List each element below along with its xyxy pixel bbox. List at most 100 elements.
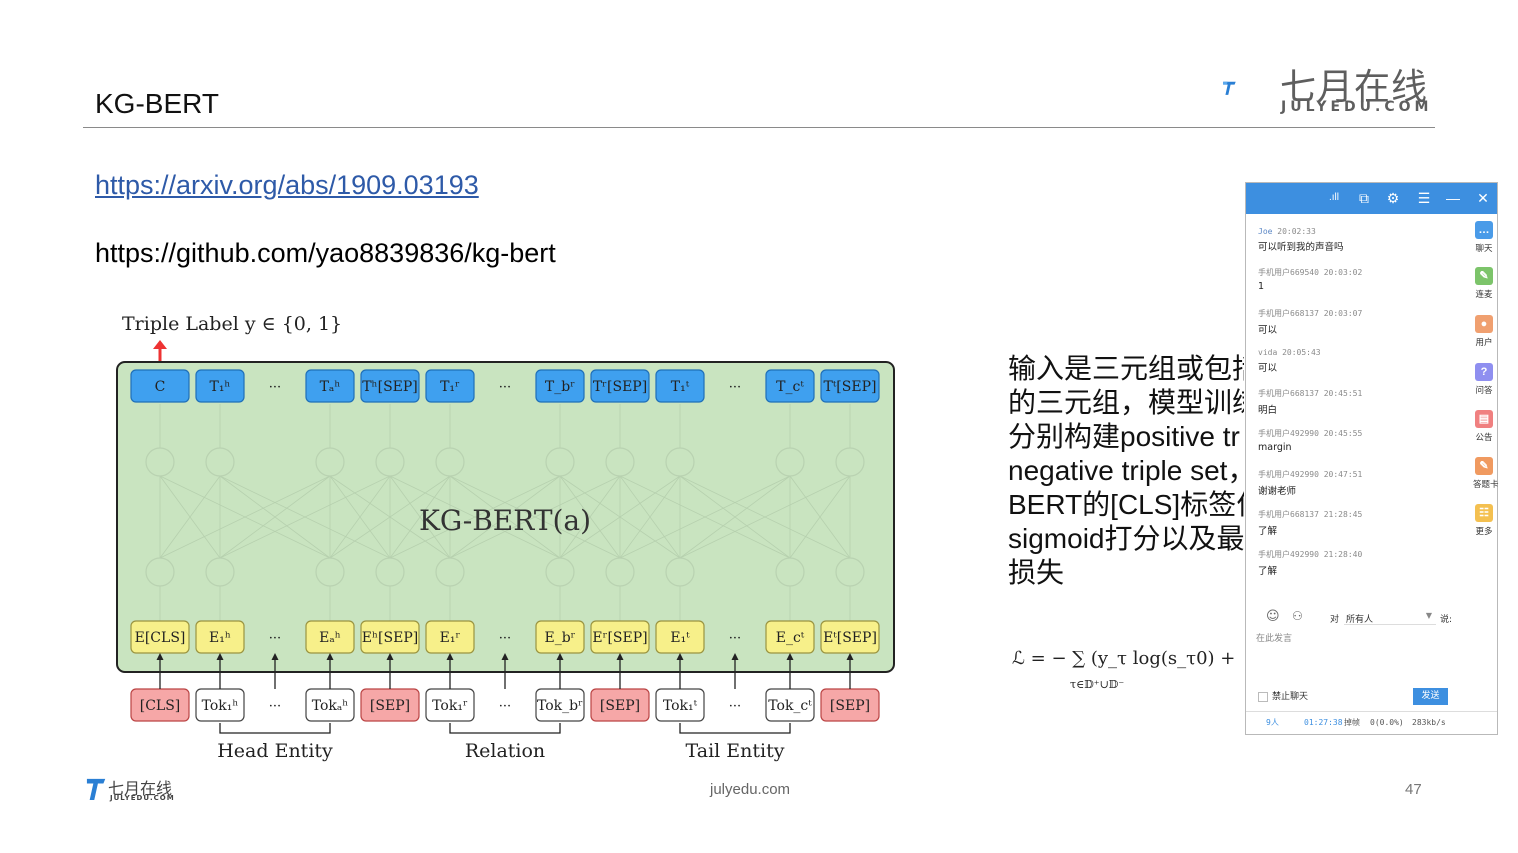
chat-text: 可以 — [1258, 324, 1278, 336]
attention-link — [449, 475, 561, 559]
side-item-more[interactable]: ☷更多 — [1473, 504, 1495, 537]
output-token-box — [425, 369, 475, 403]
embedding-label: ··· — [729, 631, 741, 646]
arrow-head — [556, 653, 564, 660]
arxiv-link[interactable]: https://arxiv.org/abs/1909.03193 — [95, 170, 479, 200]
close-icon[interactable]: ✕ — [1477, 190, 1489, 206]
embedding-label: Eᵗ[SEP] — [823, 630, 877, 646]
embedding-label: ··· — [499, 631, 511, 646]
group-label: Head Entity — [217, 740, 333, 762]
description-line: sigmoid打分以及最 — [1008, 523, 1244, 554]
footer-site: julyedu.com — [710, 781, 791, 798]
status-drop-value: 0(0.0%) — [1370, 718, 1404, 727]
description-line: 损失 — [1008, 557, 1065, 588]
input-token-label: [SEP] — [600, 698, 640, 714]
chat-time: 20:47:51 — [1323, 469, 1363, 479]
target-select[interactable]: 所有人 ▼ — [1344, 609, 1436, 625]
signal-icon: .ıll — [1329, 192, 1339, 203]
side-item-label: 公告 — [1475, 433, 1493, 443]
arrow-head — [616, 653, 624, 660]
side-item-chat[interactable]: …聊天 — [1473, 221, 1495, 254]
emoji-icon[interactable]: ☺ — [1266, 609, 1280, 624]
input-token-label: Tok₁ʰ — [202, 698, 239, 714]
side-item-label: 连麦 — [1475, 290, 1493, 300]
ban-chat-toggle[interactable]: 禁止聊天 — [1258, 689, 1308, 702]
logo-english: JULYEDU.COM — [1281, 99, 1433, 115]
gear-icon[interactable]: ⚙ — [1386, 190, 1400, 206]
embedding-label: ··· — [269, 631, 281, 646]
hidden-node — [665, 447, 695, 477]
chat-sender: 手机用户492990 — [1258, 469, 1319, 479]
chevron-down-icon: ▼ — [1425, 611, 1432, 620]
users-icon[interactable]: ⚇ — [1292, 609, 1303, 623]
attention-link — [789, 475, 851, 559]
arrow-head — [731, 653, 739, 660]
output-token-label: ··· — [269, 380, 281, 395]
chat-text: 可以 — [1258, 362, 1278, 374]
status-drop-label: 掉帧 — [1344, 718, 1360, 727]
side-item-mic[interactable]: ✎连麦 — [1473, 267, 1495, 300]
chat-time: 20:03:02 — [1323, 268, 1363, 278]
description-line: 分别构建positive tr — [1008, 421, 1240, 452]
chat-time: 21:28:45 — [1323, 510, 1363, 520]
input-token-label: Tok_bʳ — [537, 698, 583, 714]
chat-text: margin — [1258, 442, 1292, 454]
chat-sender: 手机用户492990 — [1258, 550, 1319, 560]
chat-text: 了解 — [1258, 526, 1278, 538]
chat-time: 20:03:07 — [1323, 308, 1363, 318]
side-item-qa[interactable]: ?问答 — [1473, 363, 1495, 396]
side-item-answer-card[interactable]: ✎答题卡 — [1473, 457, 1499, 490]
ban-checkbox[interactable] — [1258, 691, 1268, 702]
side-item-notice[interactable]: ▤公告 — [1473, 410, 1495, 443]
attention-link — [389, 475, 451, 559]
arrow-head — [326, 653, 334, 660]
side-item-users[interactable]: ●用户 — [1473, 315, 1495, 348]
chat-sender: 手机用户668137 — [1258, 510, 1319, 520]
side-item-label: 聊天 — [1475, 244, 1493, 254]
loss-formula: ℒ = − ∑ (y_τ log(s_τ0) + τ∈𝔻⁺∪𝔻⁻ — [1012, 640, 1248, 700]
julyedu-logo-icon — [1223, 81, 1236, 95]
output-token-box — [305, 369, 355, 403]
hidden-node — [605, 447, 635, 477]
input-token-label: [CLS] — [140, 698, 181, 714]
model-label: KG-BERT(a) — [419, 504, 591, 537]
chat-message: 手机用户492990 20:47:51 谢谢老师 — [1258, 469, 1458, 509]
arrow-head — [386, 653, 394, 660]
group-bracket — [679, 723, 791, 734]
embedding-label: Eʳ[SEP] — [592, 630, 647, 646]
menu-icon[interactable]: ☰ — [1417, 190, 1431, 206]
chat-text: 可以听到我的声音吗 — [1258, 242, 1344, 253]
output-token-box — [195, 369, 245, 403]
output-token-label: Tʳ[SEP] — [593, 379, 647, 395]
output-token-label: ··· — [729, 380, 741, 395]
footer-logo-english: JULYEDU.COM — [110, 794, 175, 802]
attention-link — [159, 475, 331, 559]
arrow-head — [846, 653, 854, 660]
hidden-node — [435, 557, 465, 587]
chat-input[interactable]: 在此发言 — [1256, 634, 1293, 644]
attention-link — [389, 475, 561, 559]
output-token-box — [820, 369, 880, 403]
embedding-label: Eₐʰ — [319, 630, 341, 646]
embedding-label: E_cᵗ — [776, 630, 805, 646]
chat-time: 20:02:33 — [1277, 227, 1316, 236]
description-line: negative triple set， — [1008, 455, 1244, 486]
footer-logo-icon — [86, 778, 106, 800]
input-token-label: ··· — [729, 699, 741, 714]
chat-text: 谢谢老师 — [1258, 485, 1297, 497]
arrow-head — [271, 653, 279, 660]
popout-icon[interactable]: ⧉ — [1359, 190, 1369, 206]
embedding-label: E[CLS] — [135, 630, 186, 646]
send-button[interactable]: 发送 — [1413, 688, 1448, 705]
hidden-node — [835, 557, 865, 587]
output-token-box — [765, 369, 815, 403]
description-text: 输入是三元组或包括 的三元组，模型训练 分别构建positive tr nega… — [1008, 352, 1244, 590]
minimize-icon[interactable]: — — [1446, 190, 1460, 206]
page-number: 47 — [1405, 781, 1422, 798]
formula-main: ℒ = − ∑ (y_τ log(s_τ0) + — [1012, 648, 1236, 669]
chat-text: 明白 — [1258, 405, 1278, 417]
